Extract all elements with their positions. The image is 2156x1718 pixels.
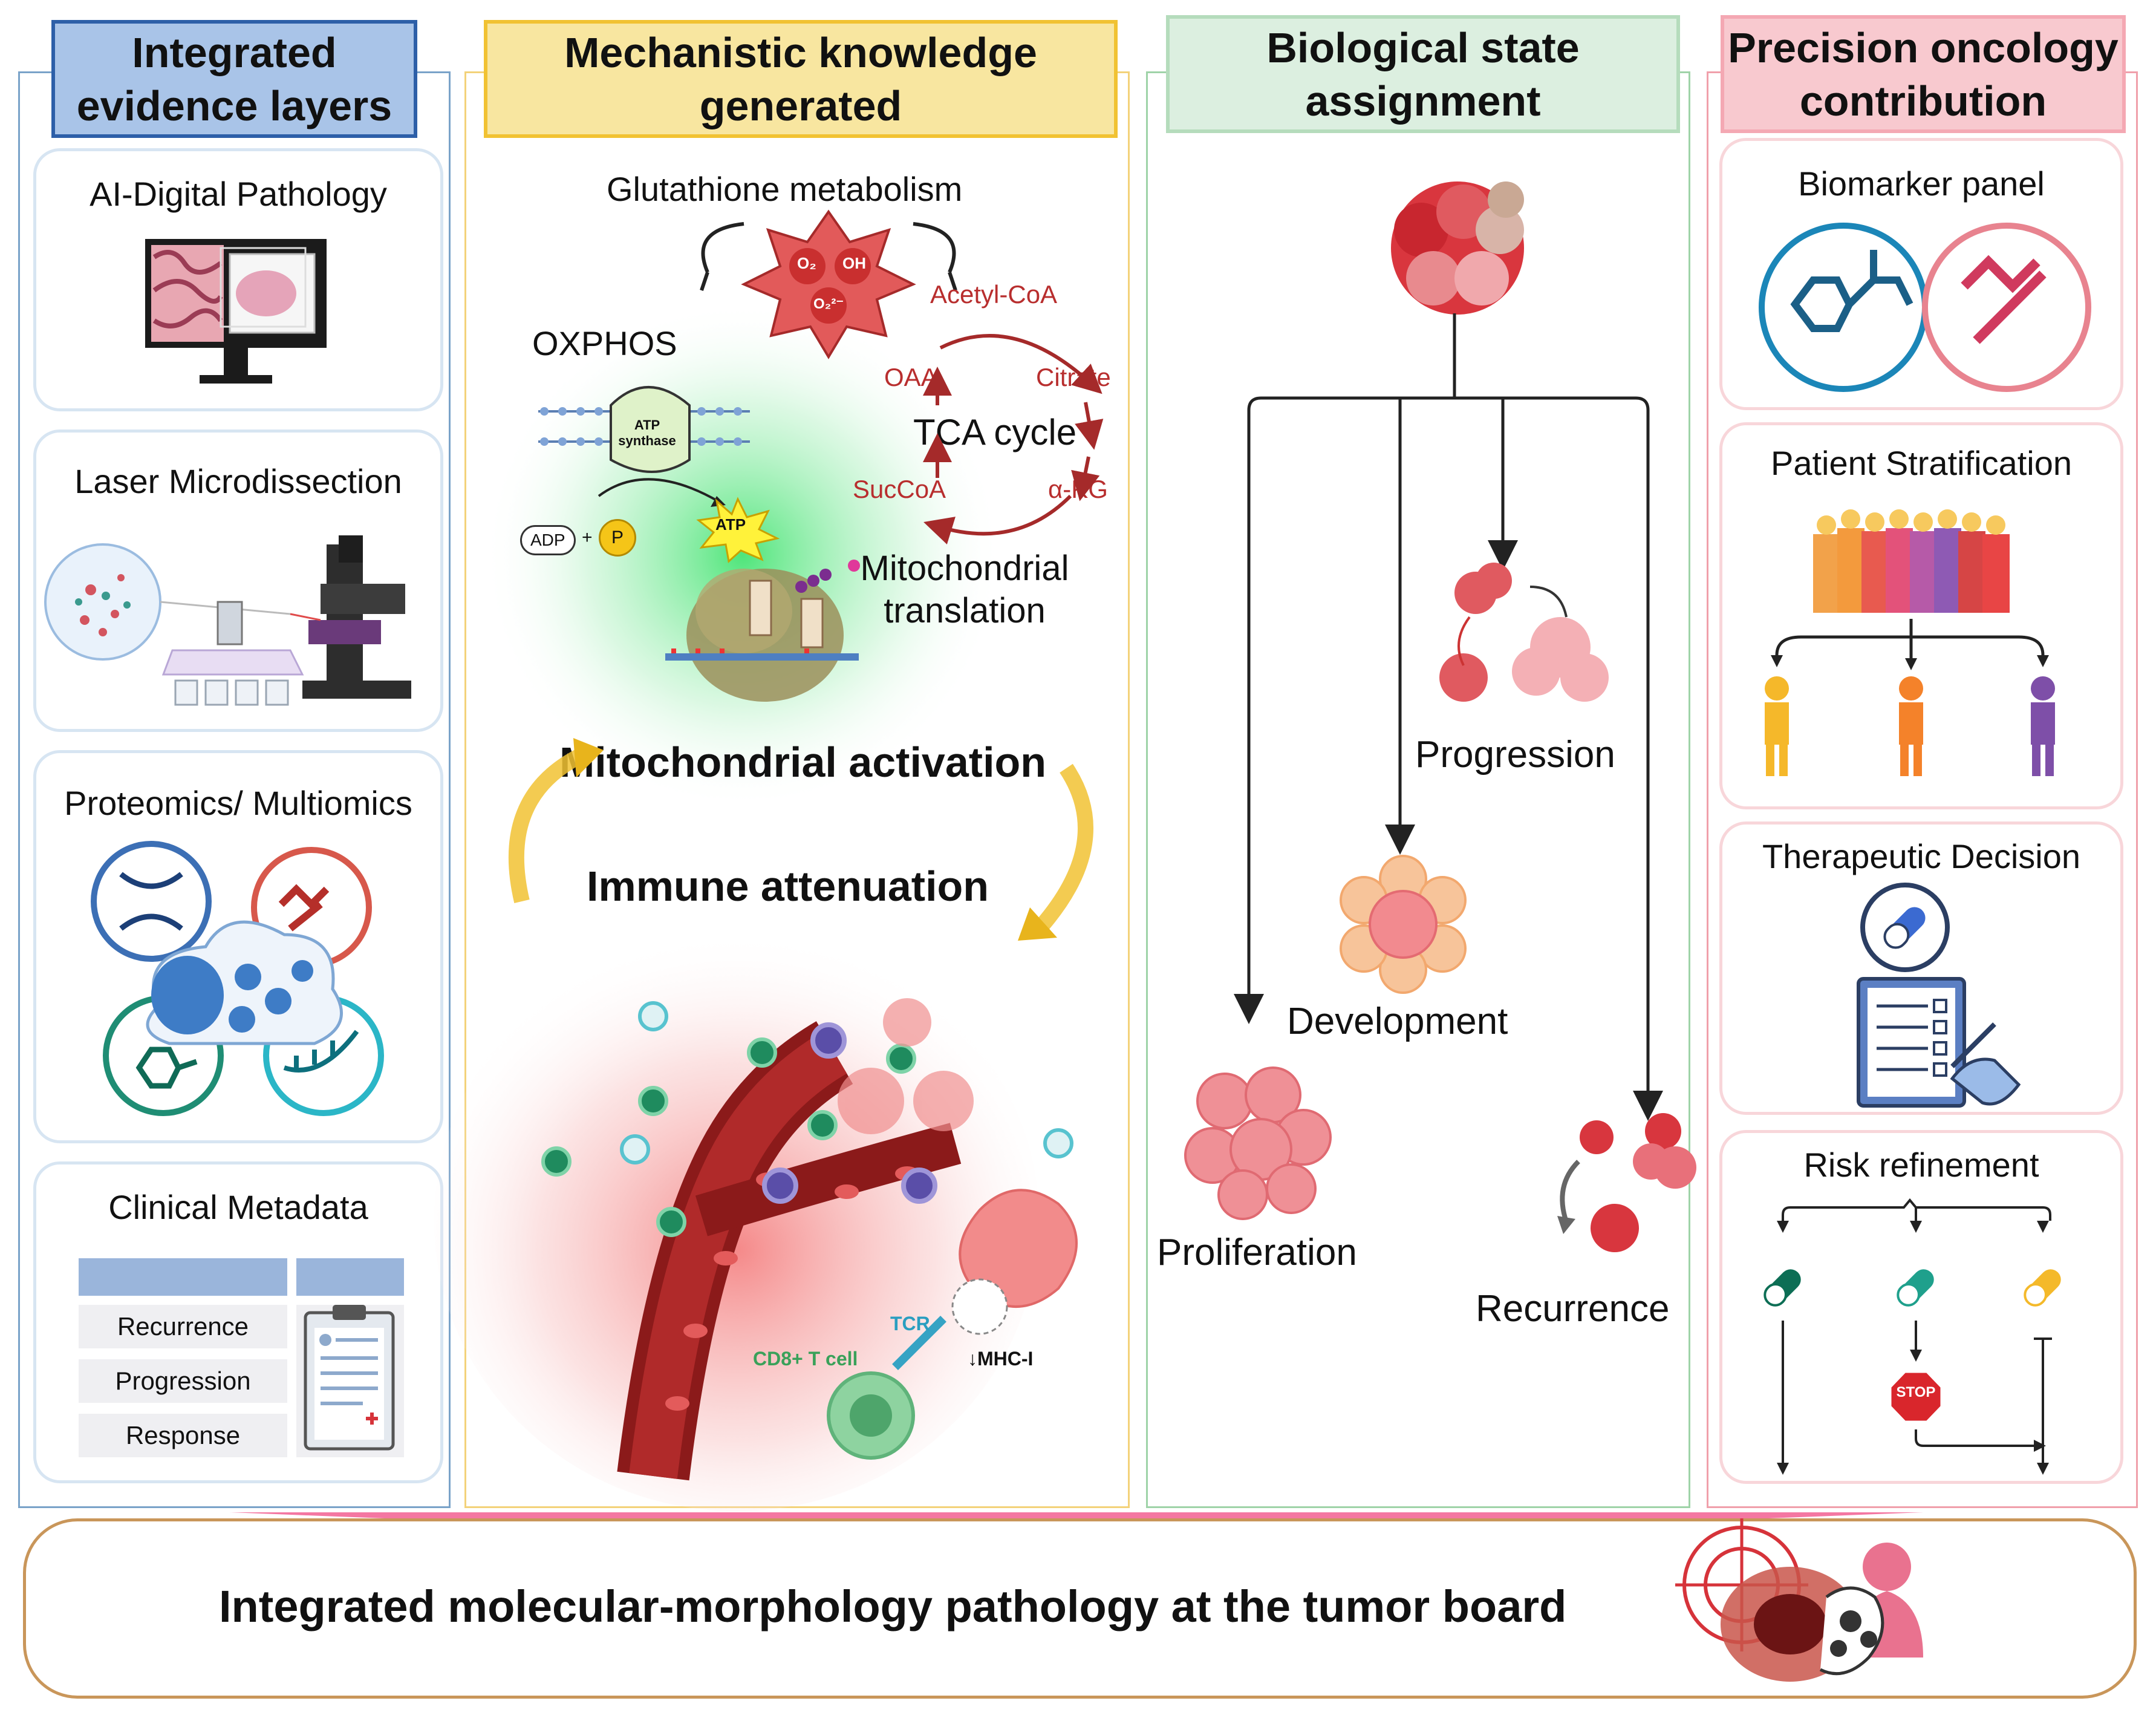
ros-o2: O₂	[797, 254, 816, 272]
tca-cycle-arrows	[923, 334, 1104, 544]
feedback-arrows	[508, 738, 1093, 941]
metadata-row-progression: Progression	[79, 1359, 287, 1403]
tcr-label: TCR	[890, 1313, 930, 1334]
state-tree-arrows	[1234, 313, 1663, 1121]
phosphate-label: P	[599, 519, 636, 557]
atp-label: ATP	[715, 515, 746, 534]
card-laser-microdissection: Laser Microdissection	[33, 430, 443, 732]
card-risk-refinement: Risk refinement STOP	[1719, 1130, 2123, 1484]
prescription-icon	[1857, 883, 2021, 1108]
development-flower-icon	[1340, 855, 1467, 994]
card-title: Risk refinement	[1803, 1146, 2039, 1184]
multiomics-icon	[91, 841, 384, 1116]
microscope-icon	[44, 535, 411, 706]
acetyl-coa-label: Acetyl-CoA	[930, 280, 1058, 309]
succoa-label: SucCoA	[853, 475, 946, 503]
footer-title: Integrated molecular-morphology patholog…	[219, 1581, 1567, 1631]
card-biomarker-panel: Biomarker panel	[1719, 138, 2123, 410]
state-development: Development	[1287, 1001, 1508, 1042]
mitochondrial-activation-label: Mitochondrial activation	[559, 739, 1047, 786]
card-title: Laser Microdissection	[74, 462, 402, 500]
cd8-t-cell-label: CD8+ T cell	[753, 1348, 858, 1370]
biological-header-text: Biological state assignment	[1266, 24, 1580, 125]
ros-star-icon	[700, 209, 957, 359]
metadata-table-header	[79, 1258, 287, 1296]
stop-sign-label: STOP	[1896, 1384, 1936, 1400]
card-patient-stratification: Patient Stratification	[1719, 422, 2123, 809]
precision-header: Precision oncology contribution	[1721, 15, 2126, 133]
translation-label: Mitochondrial translation	[860, 549, 1069, 630]
card-title: Therapeutic Decision	[1762, 837, 2081, 875]
card-title: Patient Stratification	[1770, 444, 2073, 482]
tumor-board-icon	[1675, 1518, 1923, 1682]
clipboard-icon	[296, 1305, 404, 1457]
atp-synthase-label: ATP synthase	[618, 417, 676, 448]
card-title: Proteomics/ Multiomics	[64, 784, 412, 822]
mhc-label: ↓MHC-I	[968, 1348, 1034, 1370]
card-title: Biomarker panel	[1798, 165, 2045, 203]
evidence-header: Integrated evidence layers	[51, 20, 417, 138]
state-progression: Progression	[1415, 734, 1615, 776]
monitor-icon	[145, 239, 327, 384]
card-digital-pathology: AI-Digital Pathology	[33, 148, 443, 411]
atp-burst-icon	[696, 497, 780, 563]
biological-header: Biological state assignment	[1166, 15, 1680, 133]
metadata-row-response: Response	[79, 1414, 287, 1457]
tumor-cluster-icon	[1391, 181, 1524, 315]
ribosome-icon	[665, 560, 860, 702]
metadata-table-header-right	[296, 1258, 404, 1296]
glutathione-label: Glutathione metabolism	[607, 170, 963, 208]
biomarker-icon	[1759, 223, 2091, 392]
precision-header-text: Precision oncology contribution	[1728, 24, 2119, 125]
atp-synthase-icon	[538, 386, 750, 507]
state-recurrence: Recurrence	[1476, 1288, 1670, 1330]
proliferation-cells-icon	[1184, 1066, 1332, 1220]
card-title: Clinical Metadata	[108, 1188, 368, 1226]
adp-label: ADP	[520, 525, 576, 555]
ros-o2-2: O₂²⁻	[813, 296, 844, 312]
evidence-header-text: Integrated evidence layers	[76, 28, 392, 129]
tumor-microenvironment-icon	[541, 998, 1078, 1481]
card-proteomics: Proteomics/ Multiomics	[33, 750, 443, 1143]
plus-sign: +	[582, 527, 593, 547]
immune-attenuation-label: Immune attenuation	[587, 863, 989, 910]
card-therapeutic-decision: Therapeutic Decision	[1719, 821, 2123, 1115]
risk-tree-icon	[1764, 1198, 2061, 1475]
recurrence-cells-icon	[1557, 1113, 1696, 1252]
state-proliferation: Proliferation	[1157, 1232, 1357, 1273]
card-title: AI-Digital Pathology	[90, 175, 387, 213]
oxphos-label: OXPHOS	[532, 324, 677, 362]
progression-cells-icon	[1439, 563, 1609, 702]
patients-icon	[1765, 509, 2055, 776]
ros-oh: OH	[842, 254, 866, 272]
mechanistic-header-text: Mechanistic knowledge generated	[564, 28, 1037, 129]
metadata-row-recurrence: Recurrence	[79, 1305, 287, 1348]
mechanistic-header: Mechanistic knowledge generated	[484, 20, 1118, 138]
card-clinical-metadata: Clinical Metadata Recurrence Progression…	[33, 1161, 443, 1483]
